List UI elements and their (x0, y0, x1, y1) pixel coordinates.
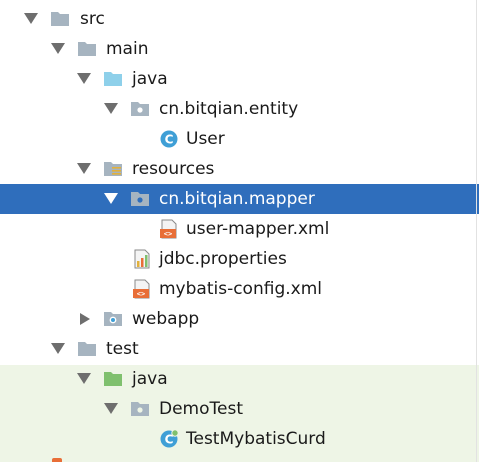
properties-file-icon (134, 249, 150, 269)
test-sources-background (0, 365, 479, 462)
tree-row-main[interactable]: main (0, 34, 479, 64)
resources-folder-icon (104, 162, 122, 176)
tree-label-java: java (132, 69, 168, 89)
expand-arrow-icon[interactable] (104, 193, 118, 205)
web-folder-icon (104, 312, 122, 326)
tree-label-class: User (186, 129, 225, 149)
folder-icon (51, 12, 69, 26)
expand-arrow-icon[interactable] (77, 373, 91, 385)
svg-text:C: C (165, 133, 174, 147)
tree-row-jdbc-properties[interactable]: jdbc.properties (0, 244, 479, 274)
tree-row-package-demotest[interactable]: DemoTest (0, 394, 479, 424)
tree-label-java: java (132, 369, 168, 389)
tree-row-test-java[interactable]: java (0, 364, 479, 394)
tree-label-main: main (106, 39, 149, 59)
tree-label-test: test (106, 339, 139, 359)
scrollbar-track[interactable] (476, 0, 477, 462)
tree-row-user-class[interactable]: C User (0, 124, 479, 154)
tree-label-webapp: webapp (132, 309, 200, 329)
tree-row-package-entity[interactable]: cn.bitqian.entity (0, 94, 479, 124)
test-class-icon: C (160, 429, 179, 448)
tree-label-package: cn.bitqian.mapper (159, 189, 315, 209)
tree-row-mybatis-config-xml[interactable]: <> mybatis-config.xml (0, 274, 479, 304)
xml-file-icon: <> (133, 279, 150, 299)
folder-icon (78, 342, 96, 356)
partial-row-icon (52, 458, 62, 462)
test-source-folder-icon (104, 372, 122, 386)
package-icon (131, 192, 149, 206)
expand-arrow-icon[interactable] (77, 163, 91, 175)
folder-icon (78, 42, 96, 56)
tree-label-file: jdbc.properties (159, 249, 287, 269)
tree-row-java[interactable]: java (0, 64, 479, 94)
tree-label-resources: resources (132, 159, 215, 179)
tree-label-package: DemoTest (159, 399, 243, 419)
tree-row-test-class[interactable]: C TestMybatisCurd (0, 424, 479, 454)
tree-row-test[interactable]: test (0, 334, 479, 364)
tree-row-package-mapper[interactable]: cn.bitqian.mapper (0, 184, 479, 214)
tree-row-user-mapper-xml[interactable]: <> user-mapper.xml (0, 214, 479, 244)
tree-row-src[interactable]: src (0, 4, 479, 34)
java-class-icon: C (160, 130, 178, 148)
expand-arrow-icon[interactable] (51, 343, 65, 355)
tree-label-package: cn.bitqian.entity (159, 99, 299, 119)
svg-text:C: C (165, 433, 174, 447)
xml-file-icon: <> (160, 219, 177, 239)
collapsed-arrow-icon[interactable] (78, 313, 92, 325)
expand-arrow-icon[interactable] (104, 403, 118, 415)
source-folder-icon (104, 72, 122, 86)
expand-arrow-icon[interactable] (104, 103, 118, 115)
package-icon (131, 402, 149, 416)
tree-row-webapp[interactable]: webapp (0, 304, 479, 334)
tree-label-class: TestMybatisCurd (186, 429, 326, 449)
tree-label-file: mybatis-config.xml (159, 279, 322, 299)
tree-label-src: src (80, 9, 105, 29)
expand-arrow-icon[interactable] (77, 73, 91, 85)
expand-arrow-icon[interactable] (51, 43, 65, 55)
tree-label-file: user-mapper.xml (186, 219, 330, 239)
svg-text:<>: <> (137, 290, 145, 298)
tree-row-resources[interactable]: resources (0, 154, 479, 184)
package-icon (131, 102, 149, 116)
expand-arrow-icon[interactable] (24, 13, 38, 25)
svg-text:<>: <> (164, 230, 172, 238)
